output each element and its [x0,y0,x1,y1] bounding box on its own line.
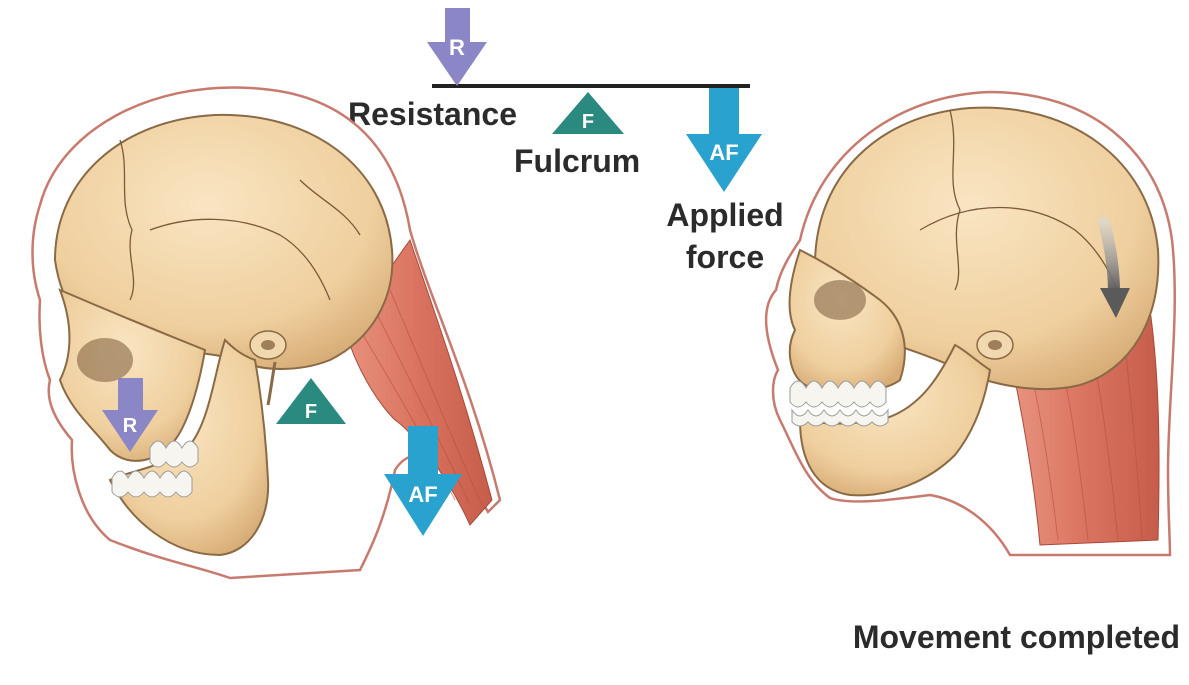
fulcrum-triangle-letter: F [582,111,594,133]
right-head-illustration [766,92,1175,555]
left-head-illustration: R F AF [33,87,501,578]
applied-force-arrow: AF [686,88,762,192]
lever-schematic: R F AF Resistance Fulcrum Applied force [348,8,784,275]
left-fulcrum-marker-letter: F [305,401,317,423]
left-applied-force-marker-letter: AF [408,482,437,507]
fulcrum-triangle: F [552,92,624,134]
movement-completed-caption: Movement completed [853,619,1180,655]
resistance-arrow: R [427,8,487,86]
right-teeth [790,381,888,426]
resistance-label: Resistance [348,96,517,132]
resistance-arrow-letter: R [449,35,465,60]
left-resistance-marker-letter: R [123,415,138,437]
applied-force-label-line2: force [686,239,764,275]
fulcrum-label: Fulcrum [514,143,640,179]
applied-force-label-line1: Applied [666,197,783,233]
applied-force-arrow-letter: AF [709,140,738,165]
